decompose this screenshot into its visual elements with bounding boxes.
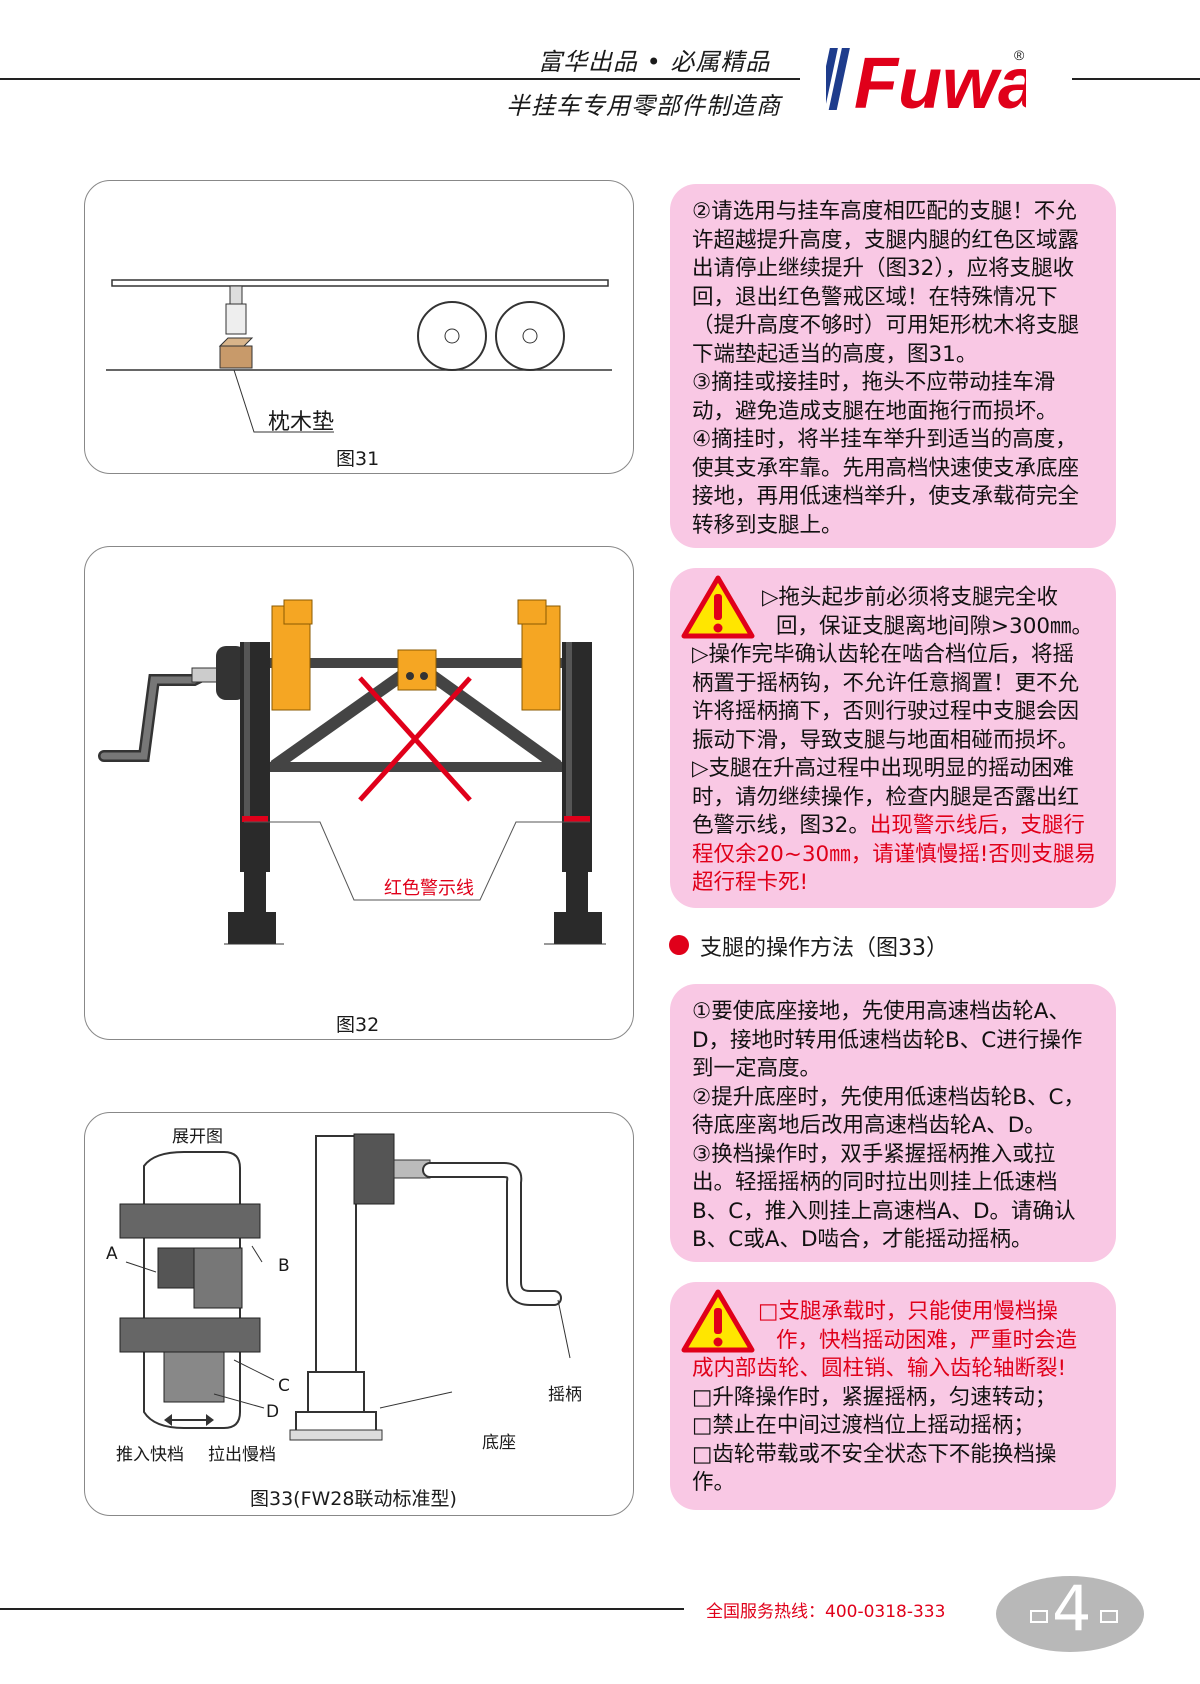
instructions-box-2	[670, 984, 1116, 1262]
box2-line: 许将摇柄摘下，否则行驶过程中支腿会因	[692, 699, 1080, 724]
warning-triangle-icon	[681, 1289, 755, 1353]
page-badge-dash-right	[1100, 1610, 1118, 1623]
box1-line: ③摘挂或接挂时，拖头不应带动挂车滑	[692, 370, 1056, 395]
figure-31-caption: 图31	[336, 448, 380, 470]
box3-line: ②提升底座时，先使用低速档齿轮B、C，	[692, 1084, 1086, 1110]
box3-line: 到一定高度。	[692, 1056, 822, 1081]
header-rule-right	[1072, 78, 1200, 80]
box1-line: 转移到支腿上。	[692, 512, 843, 538]
logo-blue-stripes	[826, 48, 850, 110]
figure-33-label-d: D	[266, 1402, 280, 1422]
header-slogan-top: 富华出品 • 必属精品	[538, 48, 771, 76]
warning-triangle-icon	[681, 575, 755, 639]
figure-31-pad-label: 枕木垫	[268, 410, 335, 435]
box2-red-line: 程仅余20~30㎜，请谨慎慢摇!否则支腿易	[692, 841, 1096, 867]
box4-red-line: 作，快档摇动困难，严重时会造	[776, 1327, 1078, 1353]
box3-line: ③换档操作时，双手紧握摇柄推入或拉	[692, 1141, 1056, 1167]
header-rule-left	[0, 78, 800, 80]
box1-line: ②请选用与挂车高度相匹配的支腿！不允	[692, 199, 1077, 224]
box3-line: B、C，推入则挂上高速档A、D。请确认	[692, 1198, 1076, 1224]
instructions-box-2-text: ①要使底座接地，先使用高速档齿轮A、 D，接地时转用低速档齿轮B、C进行操作 到…	[692, 998, 1106, 1255]
box1-line: （提升高度不够时）可用矩形枕木将支腿	[692, 313, 1080, 338]
fuwa-logo: Fuwa ®	[826, 44, 1026, 118]
logo-registered-mark: ®	[1014, 47, 1025, 63]
section-title: 支腿的操作方法（图33）	[700, 936, 948, 961]
section-bullet-icon	[669, 935, 689, 955]
box1-line: 回，退出红色警戒区域！在特殊情况下	[692, 284, 1058, 310]
box2-line: 振动下滑，导致支腿与地面相碰而损坏。	[692, 727, 1080, 753]
box1-line: ④摘挂时，将半挂车举升到适当的高度，	[692, 427, 1077, 452]
instructions-box-1	[670, 184, 1116, 548]
box1-line: 出请停止继续提升（图32），应将支腿收	[692, 256, 1075, 281]
box1-line: 动，避免造成支腿在地面拖行而损坏。	[692, 398, 1058, 424]
box3-line: D，接地时转用低速档齿轮B、C进行操作	[692, 1027, 1083, 1053]
box3-line: 待底座离地后改用高速档齿轮A、D。	[692, 1113, 1046, 1138]
figure-33-label-a: A	[106, 1244, 118, 1264]
figure-33-label-b: B	[278, 1256, 290, 1276]
box3-line: B、C或A、D啮合，才能摇动摇柄。	[692, 1227, 1033, 1252]
box2-line: 时，请勿继续操作，检查内腿是否露出红	[692, 784, 1080, 810]
box3-line: 出。轻摇摇柄的同时拉出则挂上低速档	[692, 1170, 1058, 1195]
box4-red-line: 成内部齿轮、圆柱销、输入齿轮轴断裂!	[692, 1356, 1067, 1381]
header-slogan-bottom: 半挂车专用零部件制造商	[506, 92, 781, 120]
page-badge-dash-left	[1030, 1610, 1048, 1623]
box2-line: ▷支腿在升高过程中出现明显的摇动困难	[692, 756, 1075, 781]
box1-line: 使其支承牢靠。先用高档快速使支承底座	[692, 455, 1080, 481]
figure-33-expanded-label: 展开图	[172, 1127, 223, 1147]
figure-32-warning-line-label: 红色警示线	[384, 878, 474, 899]
warning-box-2	[670, 1282, 1116, 1510]
figure-33-label-c: C	[278, 1376, 290, 1396]
figure-32-caption: 图32	[336, 1014, 380, 1036]
figure-33-drawing	[119, 1133, 571, 1441]
box2-mixed-red: 出现警示线后，支腿行	[869, 813, 1085, 838]
figure-33-handle-label: 摇柄	[548, 1385, 582, 1405]
box1-line: 下端垫起适当的高度，图31。	[692, 341, 978, 367]
box2-red-line: 超行程卡死!	[692, 870, 809, 895]
page-number-badge	[996, 1576, 1144, 1652]
figure-33-caption: 图33(FW28联动标准型)	[250, 1488, 457, 1510]
warning-box-2-text: □支腿承载时，只能使用慢档操 作，快档摇动困难，严重时会造 成内部齿轮、圆柱销、…	[692, 1298, 1106, 1498]
page-number: 4	[1052, 1572, 1092, 1645]
instructions-box-1-text: ②请选用与挂车高度相匹配的支腿！不允 许超越提升高度，支腿内腿的红色区域露 出请…	[692, 198, 1106, 540]
box2-line: 柄置于摇柄钩，不允许任意搁置！更不允	[692, 670, 1080, 696]
box2-line-mixed: 色警示线，图32。出现警示线后，支腿行	[692, 812, 1106, 841]
box4-line: 作。	[692, 1470, 736, 1495]
box2-line: ▷操作完毕确认齿轮在啮合档位后，将摇	[692, 642, 1075, 667]
box3-line: ①要使底座接地，先使用高速档齿轮A、	[692, 999, 1070, 1024]
footer-rule	[0, 1608, 684, 1610]
figure-33-base-label: 底座	[482, 1433, 516, 1453]
service-hotline: 全国服务热线：400-0318-333	[706, 1602, 946, 1622]
figure-33-push-label: 推入快档	[116, 1445, 184, 1465]
box4-line: □升降操作时，紧握摇柄，匀速转动；	[692, 1384, 1057, 1410]
box2-line: 回，保证支腿离地间隙>300㎜。	[776, 613, 1094, 639]
warning-box-1-text: ▷拖头起步前必须将支腿完全收 回，保证支腿离地间隙>300㎜。 ▷操作完毕确认齿…	[692, 584, 1106, 898]
figure-33-pull-label: 拉出慢档	[208, 1445, 276, 1465]
logo-brand-text: Fuwa	[854, 44, 1026, 118]
box4-red-line: □支腿承载时，只能使用慢档操	[758, 1299, 1058, 1324]
box2-mixed-black: 色警示线，图32。	[692, 813, 870, 838]
figure-32-drawing	[98, 599, 606, 945]
box4-line: □禁止在中间过渡档位上摇动摇柄；	[692, 1413, 1035, 1438]
box4-line: □齿轮带载或不安全状态下不能换档操	[692, 1441, 1057, 1467]
figure-31-drawing	[106, 279, 612, 433]
box1-line: 接地，再用低速档举升，使支承载荷完全	[692, 484, 1080, 509]
box1-line: 许超越提升高度，支腿内腿的红色区域露	[692, 227, 1080, 253]
box2-line: ▷拖头起步前必须将支腿完全收	[762, 585, 1059, 610]
